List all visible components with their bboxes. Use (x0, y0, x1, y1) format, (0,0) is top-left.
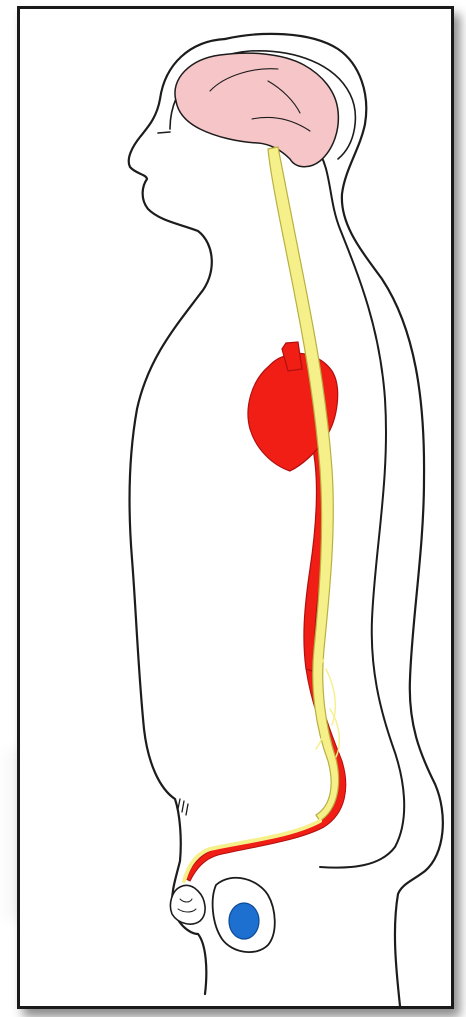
back-outline (225, 34, 443, 1006)
pubic-hatch (178, 799, 188, 815)
sacral-nerves (184, 821, 320, 881)
figure-frame (17, 6, 454, 1009)
anatomy-diagram (20, 9, 451, 1006)
genital-organ (170, 885, 205, 924)
testis (229, 903, 259, 939)
eye-mark (158, 132, 170, 133)
spinal-cord (268, 147, 339, 821)
